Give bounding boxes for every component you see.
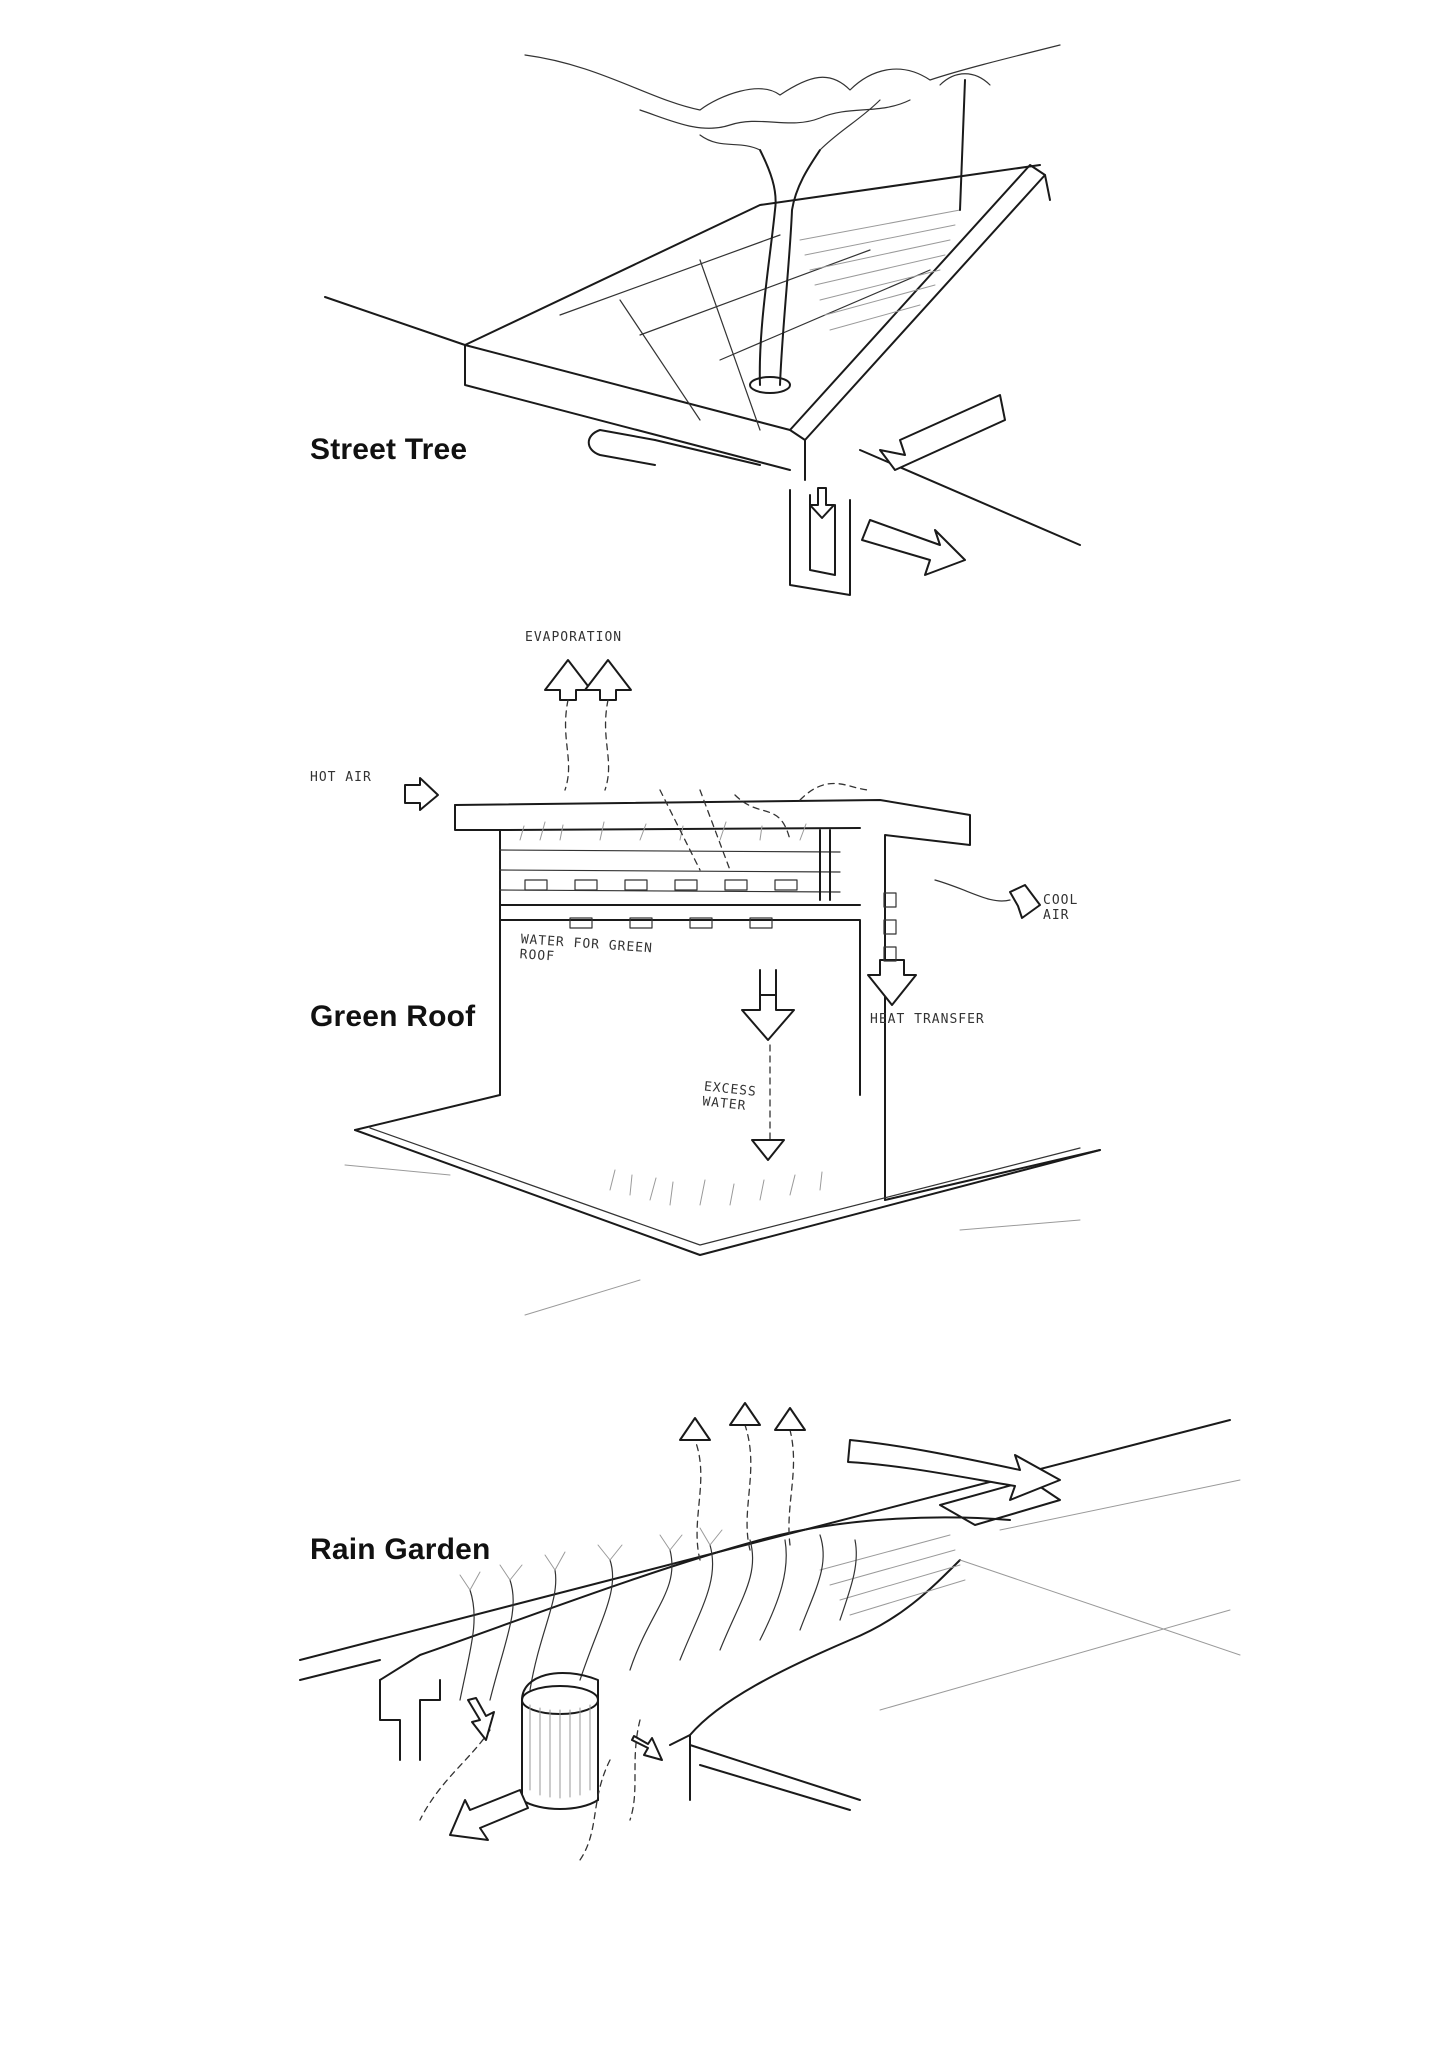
annotation-hot-air: HOT AIR bbox=[310, 770, 372, 785]
rain-garden-title: Rain Garden bbox=[310, 1533, 491, 1567]
green-roof-title: Green Roof bbox=[310, 1000, 475, 1034]
annotation-heat-transfer: HEAT TRANSFER bbox=[870, 1012, 985, 1027]
annotation-evaporation: EVAPORATION bbox=[525, 630, 622, 645]
rain-garden-drawing bbox=[300, 1403, 1240, 1860]
annotation-cool-air: COOL AIR bbox=[1043, 893, 1091, 923]
street-tree-title: Street Tree bbox=[310, 433, 467, 467]
